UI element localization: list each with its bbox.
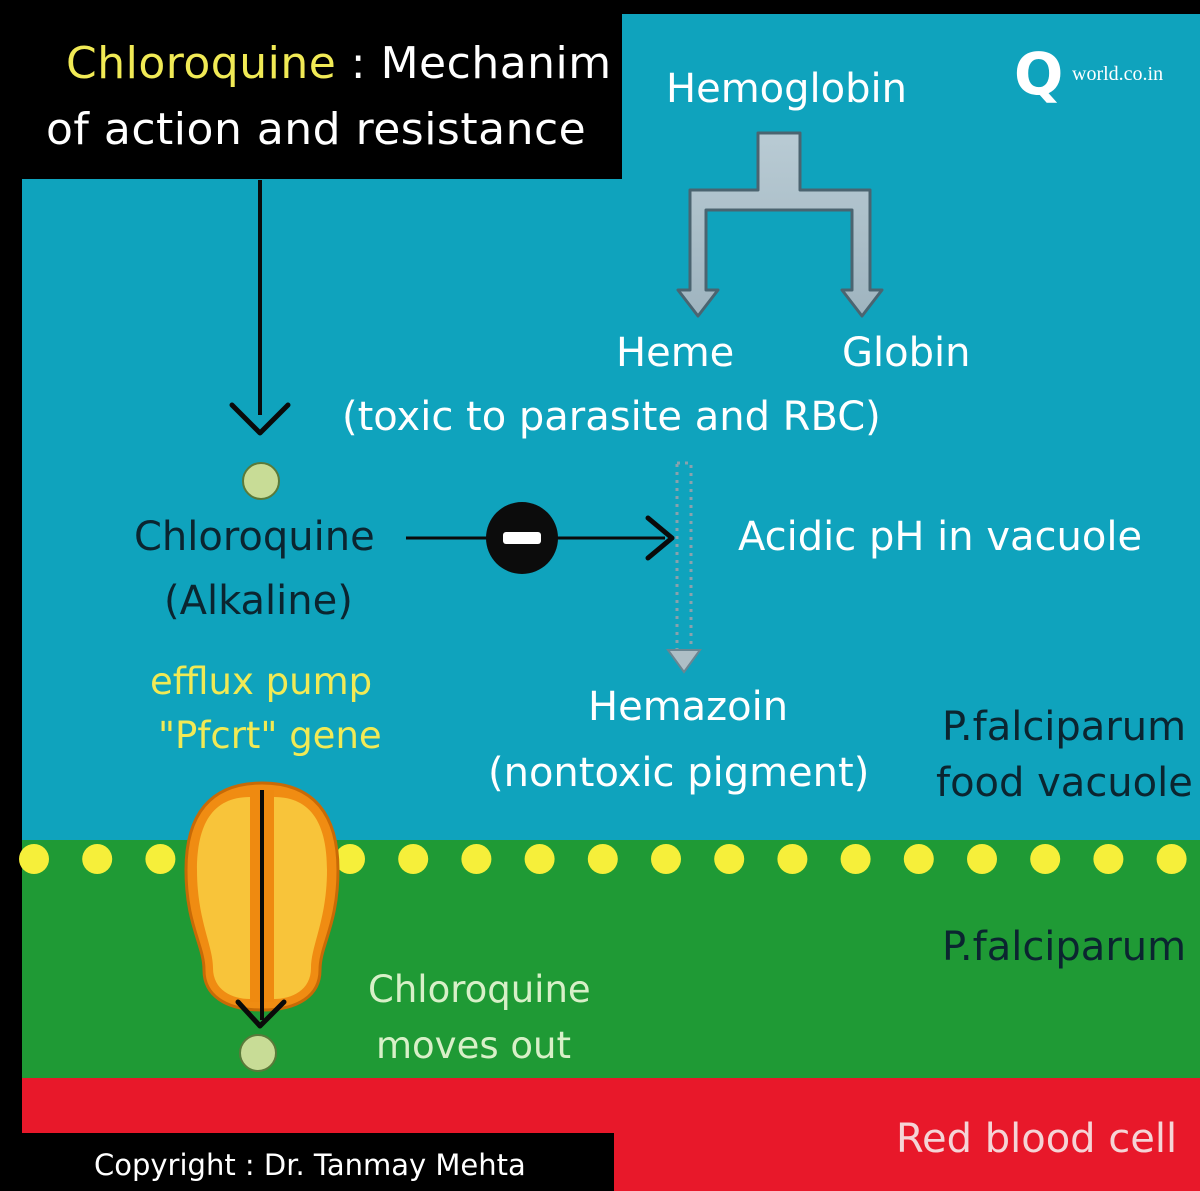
rbc-region-label: Red blood cell	[896, 1116, 1178, 1162]
heme-label: Heme	[616, 330, 735, 376]
membrane-dot	[840, 844, 871, 874]
pfcrt-gene-label: "Pfcrt" gene	[158, 714, 382, 757]
hemoglobin-label: Hemoglobin	[666, 66, 907, 112]
vacuole-region-label-2: food vacuole	[936, 760, 1193, 806]
efflux-arrow	[235, 790, 287, 1029]
membrane-dot	[587, 844, 618, 874]
membrane-dot	[903, 844, 934, 874]
membrane-dot	[82, 844, 113, 874]
moves-out-label-1: Chloroquine	[368, 968, 591, 1011]
membrane-dot	[651, 844, 681, 874]
parasite-region-label: P.falciparum	[942, 924, 1187, 970]
minus-inhibitor-icon	[486, 502, 558, 574]
membrane-dot	[145, 844, 176, 874]
title-drug-name: Chloroquine	[66, 38, 337, 89]
toxic-note: (toxic to parasite and RBC)	[342, 394, 881, 440]
membrane-dot	[461, 844, 492, 874]
title-line-2: of action and resistance	[46, 104, 587, 155]
moves-out-label-2: moves out	[376, 1024, 571, 1067]
membrane-dot	[398, 844, 429, 874]
membrane-dot	[1093, 844, 1124, 874]
membrane-dot	[967, 844, 997, 874]
title-line-1-rest: Mechanim	[380, 38, 612, 89]
membrane-dot	[524, 844, 555, 874]
membrane-dot	[19, 844, 49, 874]
nontoxic-pigment-label: (nontoxic pigment)	[488, 750, 870, 796]
logo-q-icon: Q	[1014, 40, 1064, 108]
copyright-text: Copyright : Dr. Tanmay Mehta	[94, 1148, 526, 1182]
chloroquine-molecule-dot	[242, 462, 280, 500]
heme-to-hemazoin-arrow	[666, 461, 702, 674]
chloroquine-exiting-dot	[239, 1034, 277, 1072]
vacuole-region-label-1: P.falciparum	[942, 704, 1187, 750]
logo: Q	[1014, 44, 1094, 104]
title-separator: :	[336, 38, 381, 89]
chloroquine-label: Chloroquine	[134, 514, 375, 560]
membrane-dot	[335, 844, 365, 874]
acidic-ph-label: Acidic pH in vacuole	[738, 514, 1143, 560]
membrane-dot	[1030, 844, 1061, 874]
hemoglobin-split-arrow	[676, 131, 884, 318]
membrane-dot	[777, 844, 808, 874]
title-line-1: Chloroquine : Mechanim	[66, 38, 612, 89]
logo-text: world.co.in	[1072, 63, 1164, 85]
title-box	[22, 14, 622, 179]
title-to-chloroquine-arrow	[229, 180, 291, 436]
membrane-dot	[1156, 844, 1187, 874]
hemazoin-label: Hemazoin	[588, 684, 789, 730]
alkaline-label: (Alkaline)	[164, 578, 353, 624]
efflux-pump-label: efflux pump	[150, 660, 373, 703]
membrane-dot	[714, 844, 745, 874]
copyright-box	[22, 1133, 614, 1191]
membrane-dots	[19, 844, 1187, 874]
globin-label: Globin	[842, 330, 971, 376]
